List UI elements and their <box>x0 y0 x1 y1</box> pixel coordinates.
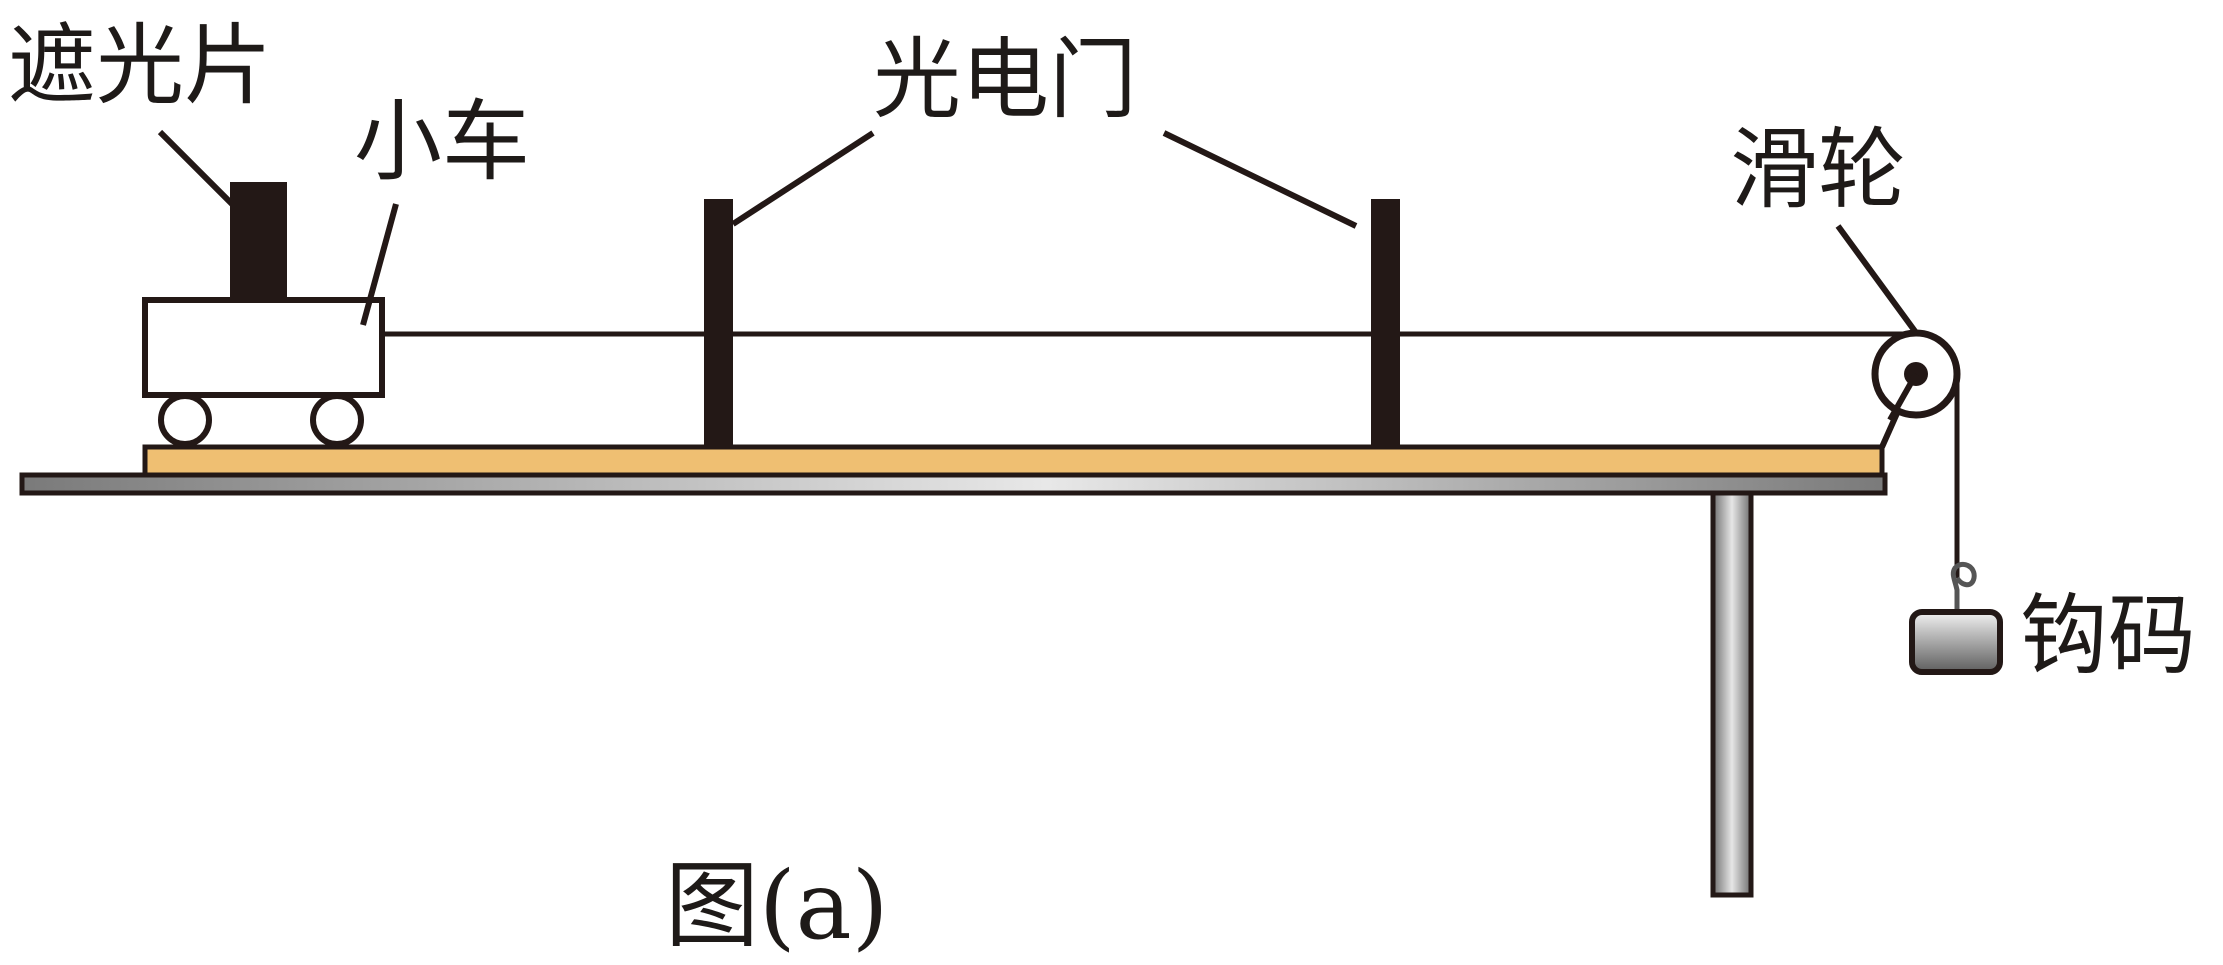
photogate-2 <box>1371 199 1400 447</box>
pulley-bracket-top <box>1887 372 1919 422</box>
label-hook-weight: 钩码 <box>2020 584 2196 687</box>
label-pulley: 滑轮 <box>1730 118 1906 221</box>
label-cart: 小车 <box>354 90 530 193</box>
leader-pulley <box>1835 224 1920 336</box>
shutter-plate <box>230 182 287 300</box>
table-rail <box>19 472 1888 496</box>
hook-icon <box>1950 561 1977 610</box>
cart-wheel-right <box>310 393 364 447</box>
hook-weight <box>1909 609 2003 675</box>
cart-wheel-left <box>158 393 212 447</box>
label-photogate: 光电门 <box>873 28 1137 131</box>
photogate-1 <box>704 199 733 447</box>
cart-body <box>142 297 385 398</box>
leader-shutter <box>157 129 238 210</box>
figure-caption: 图(a) <box>665 852 888 961</box>
leader-photogate-1 <box>731 130 875 227</box>
label-shutter: 遮光片 <box>8 14 272 117</box>
track-board <box>142 444 1885 478</box>
leader-cart <box>360 203 399 326</box>
table-leg <box>1710 490 1754 898</box>
leader-photogate-2 <box>1162 130 1358 229</box>
